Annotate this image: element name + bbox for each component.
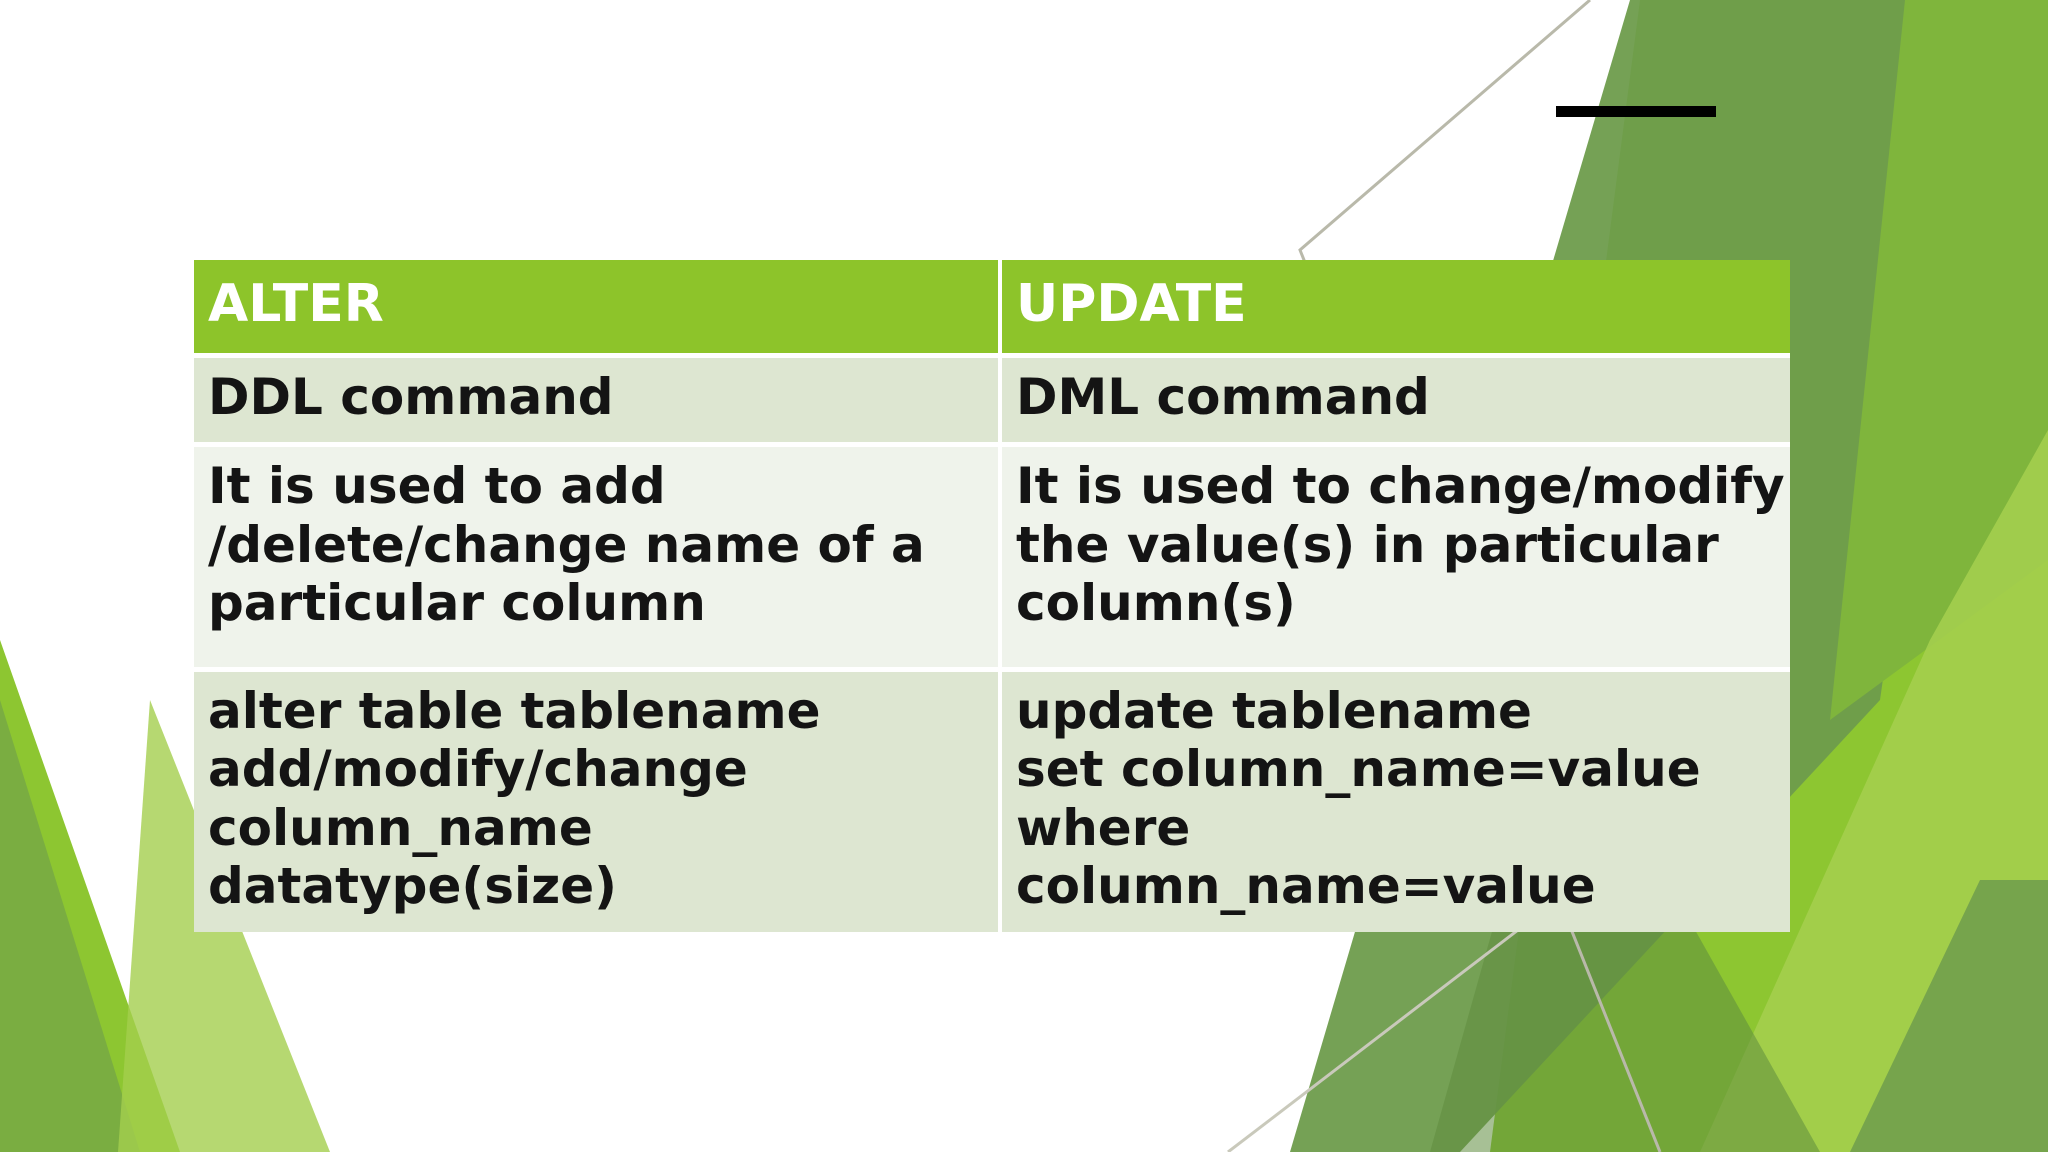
cell-line: set column_name=value (1016, 740, 1701, 799)
table-header-row: ALTER UPDATE (194, 260, 1790, 356)
cell-line: datatype(size) (208, 857, 617, 916)
cell-line: update tablename (1016, 681, 1532, 740)
cell-line: DML command (1016, 367, 1430, 426)
table-row: alter table tablename add/modify/change … (194, 666, 1790, 932)
cell-line: column_name (208, 798, 593, 857)
cell-line: column(s) (1016, 574, 1296, 633)
cell-line: particular column (208, 574, 706, 633)
cell-alter-type: DDL command (194, 352, 1002, 445)
cell-line: DDL command (208, 367, 614, 426)
cell-line: It is used to add (208, 457, 666, 516)
column-header-alter: ALTER (194, 260, 1002, 356)
cell-alter-syntax: alter table tablename add/modify/change … (194, 666, 1002, 932)
cell-line: alter table tablename (208, 681, 821, 740)
column-header-update: UPDATE (1000, 260, 1790, 356)
cell-line: /delete/change name of a (208, 515, 925, 574)
cell-alter-description: It is used to add /delete/change name of… (194, 442, 1002, 670)
comparison-table: ALTER UPDATE DDL command DML command (194, 260, 1790, 932)
table-row: DDL command DML command (194, 352, 1790, 445)
cell-line: where (1016, 798, 1191, 857)
cell-update-type: DML command (1000, 352, 1790, 445)
cell-line: the value(s) in particular (1016, 515, 1719, 574)
cell-update-syntax: update tablename set column_name=value w… (1000, 666, 1790, 932)
cell-line: add/modify/change (208, 740, 748, 799)
table-row: It is used to add /delete/change name of… (194, 442, 1790, 670)
cell-update-description: It is used to change/modify the value(s)… (1000, 442, 1790, 670)
top-right-rule (1556, 106, 1716, 117)
cell-line: It is used to change/modify (1016, 457, 1785, 516)
cell-line: column_name=value (1016, 857, 1596, 916)
